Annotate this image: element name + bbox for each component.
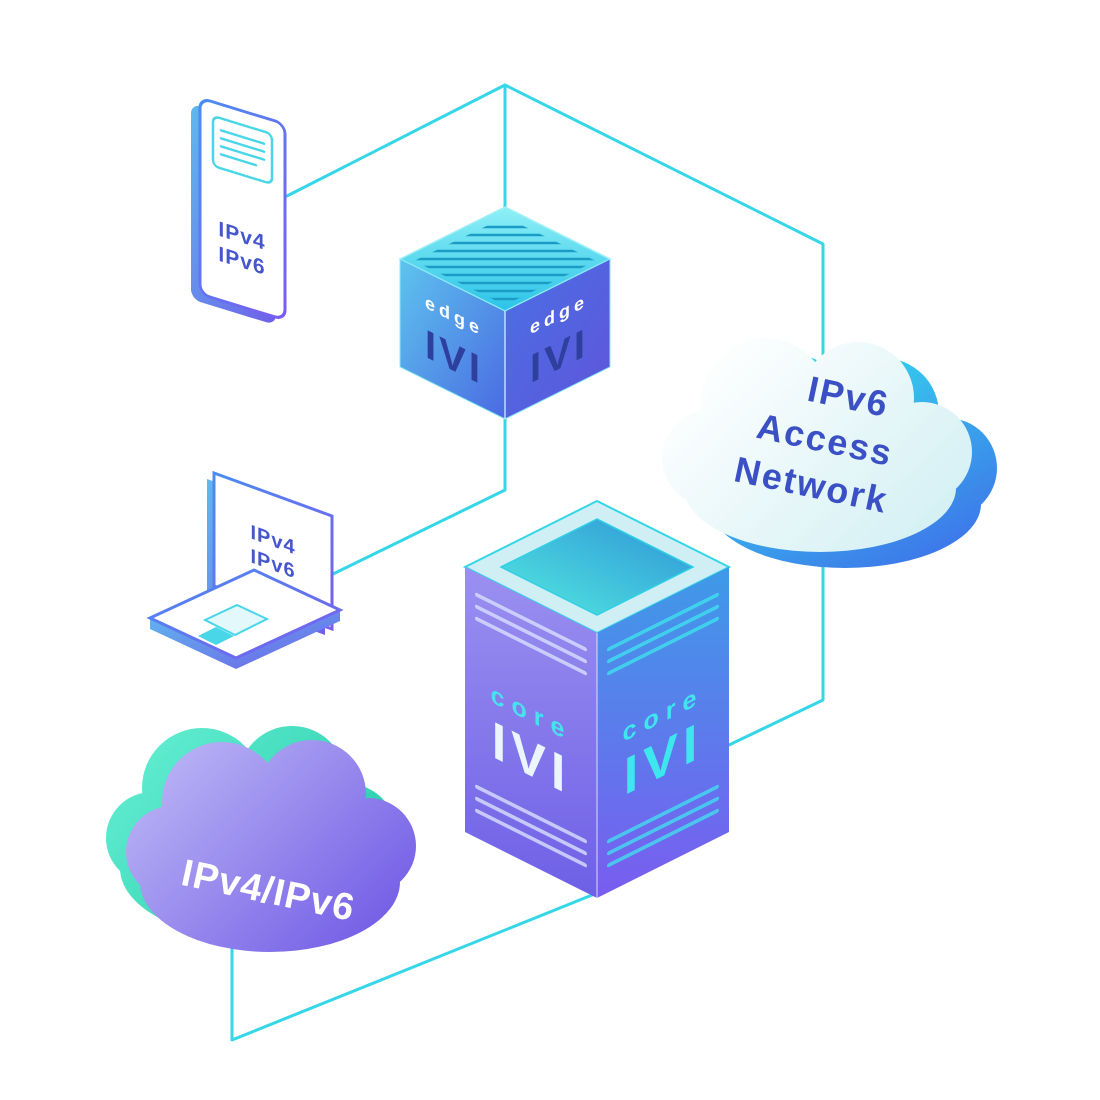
dual-stack-cloud-body: [126, 740, 416, 952]
phone-screen-lines: [219, 129, 266, 167]
connector-phone-to-edge: [285, 83, 507, 242]
edge-router-cube: edge IVI edge IVI: [398, 206, 612, 420]
core-router-tower: core IVI core IVI: [462, 499, 732, 898]
core-top-inner-panel: [499, 518, 695, 616]
connector-edge-to-laptop: [331, 416, 507, 576]
ipv6-cloud-body: [662, 338, 972, 552]
phone-device: IPv4 IPv6: [191, 99, 287, 323]
connector-core-to-dualstack-cloud: [230, 891, 599, 1042]
dual-stack-cloud: IPv4/IPv6: [106, 726, 416, 952]
ipv6-access-cloud: IPv6 Access Network: [662, 338, 997, 568]
core-right-bottom-stripes: [607, 784, 719, 868]
core-right-top-stripes: [607, 592, 719, 676]
connector-lines: [230, 83, 825, 1042]
core-left-top-stripes: [475, 592, 587, 676]
laptop-base-thickness: [150, 610, 340, 669]
phone-screen-card: [211, 116, 274, 184]
core-left-bottom-stripes: [475, 784, 587, 868]
laptop-trackpad: [202, 603, 270, 637]
laptop-device: IPv4 IPv6: [146, 470, 344, 669]
laptop-key-block: [198, 627, 234, 645]
